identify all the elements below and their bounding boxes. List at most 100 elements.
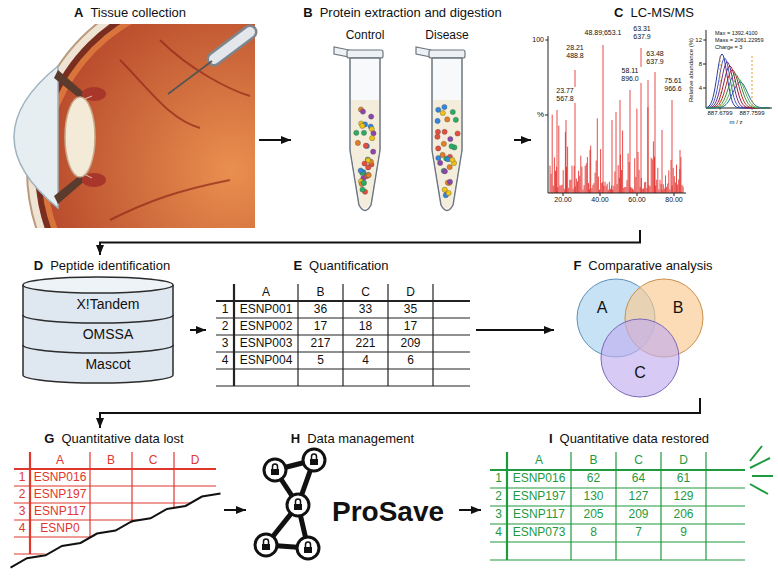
lock-icon [296, 499, 301, 504]
protein-dot [440, 152, 445, 157]
row-number: 1 [221, 303, 230, 317]
table-cell: ESNP073 [512, 526, 567, 540]
column-header: B [315, 286, 325, 300]
database-name: OMSSA [23, 315, 193, 343]
row-number: 4 [221, 354, 230, 368]
table-cell: 64 [631, 472, 646, 486]
table-cell: ESNP197 [33, 488, 88, 502]
table-cell: 62 [586, 472, 601, 486]
protein-dots [354, 104, 460, 197]
table-cell: 129 [672, 490, 694, 504]
table-grid [216, 284, 470, 386]
protein-dot [366, 165, 371, 170]
lock-icon [294, 504, 302, 510]
panel-letter: C [614, 5, 623, 20]
table-cell: ESNP197 [512, 490, 567, 504]
table-cell: 5 [316, 354, 325, 368]
row-number: 4 [18, 522, 27, 536]
tick-label: 20.00 [553, 196, 573, 204]
row-number: 1 [18, 471, 27, 485]
table-cell: ESNP004 [239, 354, 294, 368]
tick-label: 887.7599 [738, 110, 765, 117]
table-cell: ESNP003 [239, 337, 294, 351]
table-cell: 33 [358, 303, 373, 317]
protein-dot [366, 173, 371, 178]
isotope-curve [706, 62, 770, 108]
table-cell: ESNP001 [239, 303, 294, 317]
set-letter: C [600, 364, 680, 382]
table-cell: 7 [634, 526, 643, 540]
tube [416, 47, 465, 211]
column-header: A [55, 454, 65, 468]
table-rule [506, 452, 508, 560]
row-number: 3 [18, 505, 27, 519]
table-cell: 35 [403, 303, 418, 317]
table-cell: 5 [316, 354, 325, 368]
panel-letter: G [44, 431, 54, 446]
peak-label: 63.48 637.9 [643, 50, 667, 66]
axis-label: % [536, 110, 545, 119]
tick-label: 60.00 [627, 196, 647, 204]
protein-dot [450, 157, 455, 162]
tick-label: 60.00 [627, 196, 647, 204]
tick-label: 8 [698, 61, 703, 68]
flow-arrow [259, 139, 291, 141]
column-header: C [633, 454, 644, 468]
tick-label: 12 [694, 37, 703, 44]
table-rule [14, 553, 216, 554]
panel-letter: H [291, 431, 300, 446]
peak-label: 75.61 966.6 [661, 77, 685, 93]
table-cell: ESNP002 [239, 320, 294, 334]
protein-dot [361, 130, 366, 135]
mass-spectrum [545, 36, 686, 196]
table-rule [490, 559, 745, 560]
axis-label: 100 [531, 36, 545, 44]
tick-label: 8 [698, 61, 703, 68]
protein-dot [435, 129, 440, 134]
plot-annotation: Max = 1392.4100 [714, 30, 759, 36]
protein-dot [371, 149, 376, 154]
protein-dot [453, 117, 458, 122]
plot-axes [703, 30, 772, 111]
table-cell: ESNP197 [512, 490, 567, 504]
panel: ATissue collection [1, 2, 259, 230]
protein-dot [371, 131, 376, 136]
table-cell: 17 [313, 320, 328, 334]
database-name: Mascot [23, 345, 193, 373]
table-cell: 217 [309, 337, 331, 351]
table-rule [387, 284, 388, 386]
row-number: 2 [494, 490, 503, 504]
table-cell: 18 [358, 320, 373, 334]
column-header: B [106, 454, 116, 468]
peak-label: 63.31 637.9 [630, 25, 654, 41]
panel-title: Quantification [309, 258, 389, 273]
table-cell: 209 [627, 508, 649, 522]
table-cell: ESNP016 [512, 472, 567, 486]
table-cell: 6 [406, 354, 415, 368]
table-cell: 221 [354, 337, 376, 351]
database-layer: X!Tandem [23, 285, 193, 315]
lock-icon [271, 469, 279, 475]
logo-node [287, 494, 309, 516]
panel-heading: EQuantification [206, 255, 476, 274]
table-rule [660, 452, 661, 560]
panel-heading: HData management [246, 428, 459, 447]
table-cell: ESNP197 [33, 488, 88, 502]
lock-icon [273, 464, 278, 469]
panel-title: Tissue collection [90, 5, 186, 20]
table-cell: ESNP016 [33, 471, 88, 485]
glow-rays [750, 446, 773, 494]
table-cell: 9 [679, 526, 688, 540]
row-number: 1 [494, 472, 503, 486]
row-number: 1 [221, 303, 230, 317]
column-header: C [360, 286, 371, 300]
cylinder-top [23, 277, 173, 293]
plot-annotation: Max = 1392.4100 [714, 30, 759, 36]
table-cell: 129 [672, 490, 694, 504]
peak-label: 28.21 488.8 [563, 44, 587, 60]
row-number: 3 [221, 337, 230, 351]
logo-node [264, 459, 286, 481]
lock-icon [310, 459, 318, 465]
spectrum-peaks [550, 45, 683, 193]
isotope-plot [703, 30, 772, 111]
